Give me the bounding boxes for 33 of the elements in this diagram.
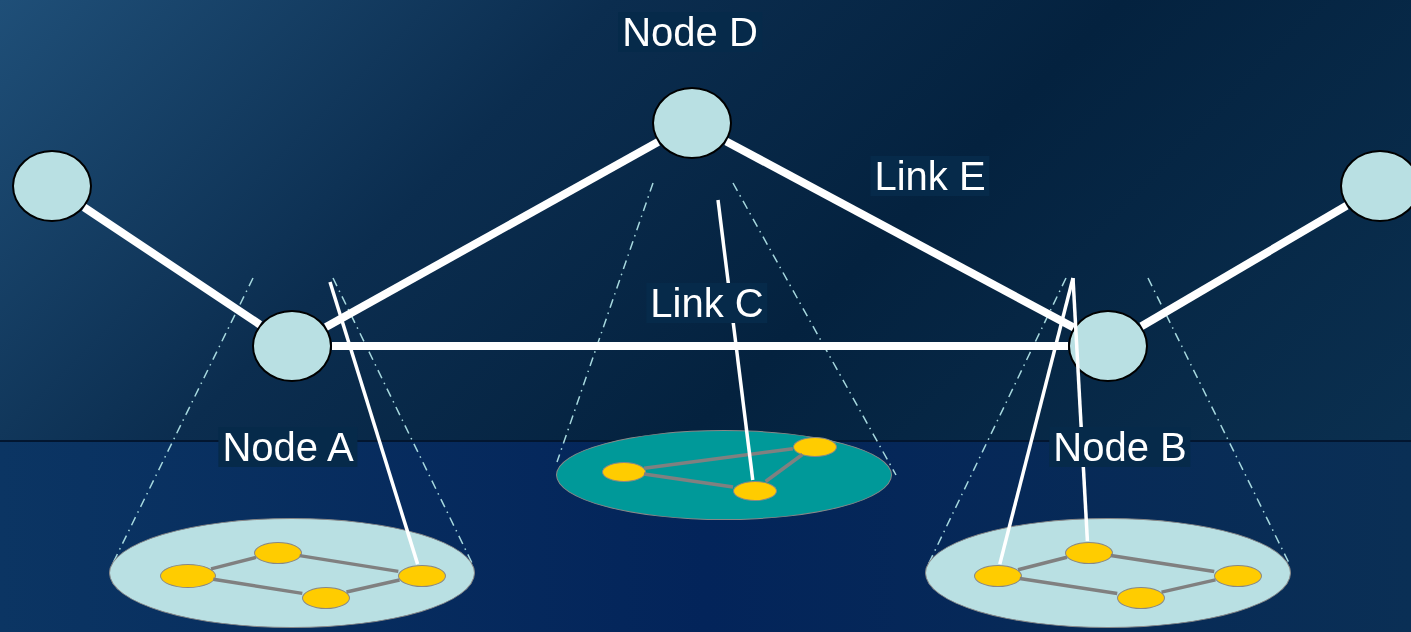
member-node-ellipse xyxy=(398,565,446,587)
connector-line xyxy=(643,472,734,489)
connector-line xyxy=(212,577,303,596)
member-node-ellipse xyxy=(1214,565,1262,587)
connector-line xyxy=(764,453,804,483)
network-node-circle xyxy=(1340,150,1411,222)
connector-line xyxy=(332,342,1068,350)
connector-line xyxy=(324,138,660,331)
member-node-ellipse xyxy=(1065,542,1113,564)
member-node-ellipse xyxy=(602,462,646,482)
connector-line xyxy=(328,281,420,565)
connector-line xyxy=(299,553,399,574)
edge-label: Link C xyxy=(646,283,768,323)
member-node-ellipse xyxy=(160,564,216,588)
connector-line xyxy=(1161,578,1216,594)
member-node-ellipse xyxy=(793,437,837,457)
connector-line xyxy=(1139,202,1349,330)
member-node-ellipse xyxy=(254,542,302,564)
node-caption: Node A xyxy=(218,427,358,467)
connector-line xyxy=(346,578,400,594)
edge-label: Link E xyxy=(870,156,990,196)
connector-line xyxy=(81,204,263,328)
member-node-ellipse xyxy=(302,587,350,609)
connector-line xyxy=(1110,553,1215,574)
connector-line xyxy=(724,137,1076,332)
node-caption: Node B xyxy=(1049,427,1191,467)
member-node-ellipse xyxy=(974,565,1022,587)
member-node-ellipse xyxy=(1117,587,1165,609)
connector-line xyxy=(1019,576,1118,596)
connector-line xyxy=(643,447,794,470)
member-node-ellipse xyxy=(733,481,777,501)
connector-line xyxy=(1017,555,1068,572)
connector-line xyxy=(210,555,257,571)
